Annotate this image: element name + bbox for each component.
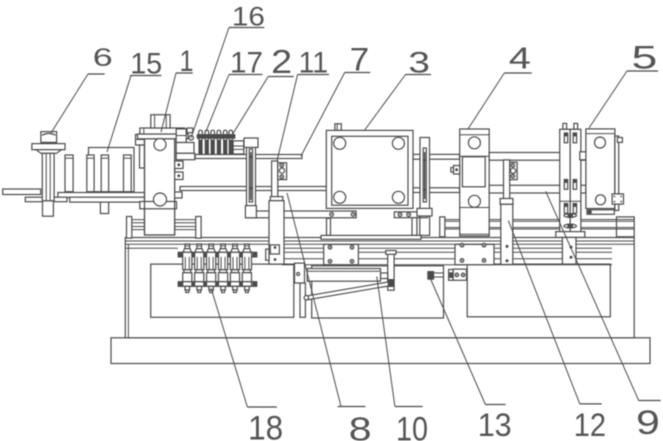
svg-text:3: 3	[408, 47, 430, 80]
svg-text:2: 2	[271, 43, 292, 80]
svg-text:7: 7	[350, 42, 370, 78]
svg-text:5: 5	[632, 39, 658, 76]
svg-text:8: 8	[349, 411, 372, 441]
svg-text:10: 10	[396, 411, 428, 441]
svg-text:18: 18	[248, 409, 283, 441]
svg-text:4: 4	[509, 43, 531, 76]
svg-text:13: 13	[478, 407, 512, 441]
svg-text:12: 12	[574, 407, 606, 441]
svg-text:1: 1	[180, 45, 194, 78]
svg-text:15: 15	[130, 48, 162, 81]
svg-text:11: 11	[299, 47, 329, 80]
svg-text:9: 9	[636, 404, 660, 441]
svg-text:16: 16	[232, 2, 265, 32]
svg-text:17: 17	[230, 47, 263, 80]
svg-text:6: 6	[93, 45, 113, 72]
